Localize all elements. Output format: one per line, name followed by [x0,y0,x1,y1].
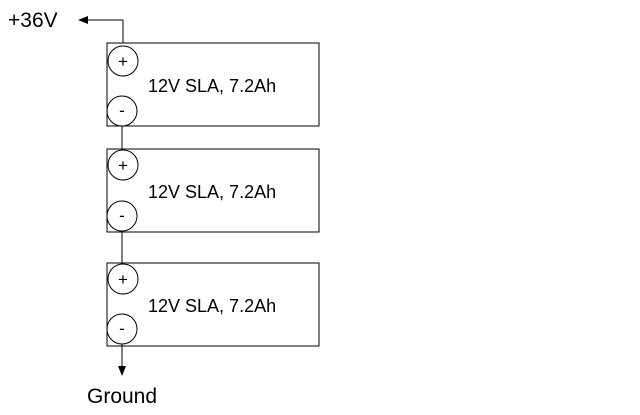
battery-2: + - 12V SLA, 7.2Ah [106,148,320,233]
battery-body [106,262,320,347]
negative-symbol: - [119,206,125,225]
ground-wire [118,344,126,376]
battery-label: 12V SLA, 7.2Ah [148,76,276,96]
positive-terminal [107,45,139,77]
battery-label: 12V SLA, 7.2Ah [148,182,276,202]
arrow-down-icon [118,366,126,376]
negative-terminal [106,200,138,232]
positive-symbol: + [118,270,128,289]
positive-symbol: + [118,156,128,175]
arrow-left-icon [78,16,88,24]
positive-terminal [107,263,139,295]
positive-symbol: + [118,52,128,71]
negative-symbol: - [119,319,125,338]
positive-terminal [107,149,139,181]
top-terminal-label: +36V [8,9,58,32]
battery-body [106,42,320,127]
battery-3: + - 12V SLA, 7.2Ah [106,262,320,347]
negative-symbol: - [119,101,125,120]
battery-body [106,148,320,233]
battery-1: + - 12V SLA, 7.2Ah [106,42,320,127]
battery-label: 12V SLA, 7.2Ah [148,296,276,316]
bottom-terminal-label: Ground [87,385,157,408]
